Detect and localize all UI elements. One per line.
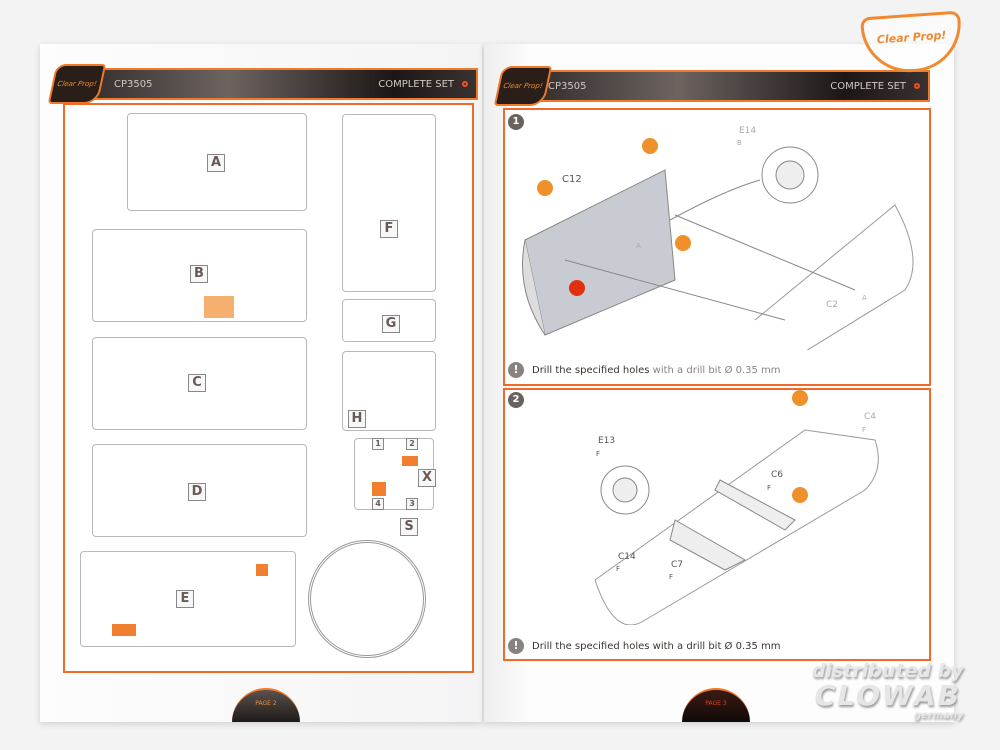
step-1-note: ! Drill the specified holes with a drill… <box>508 362 781 378</box>
sprue-letter: G <box>382 315 400 333</box>
bullet-icon <box>462 81 468 87</box>
sprue-ref: F <box>669 573 674 581</box>
part-label: E14 <box>739 126 757 136</box>
sprue-ref: F <box>862 426 867 434</box>
header-title: COMPLETE SET <box>830 80 906 92</box>
watermark-line: germany <box>914 710 964 721</box>
sprue-c <box>92 337 307 430</box>
step-1-diagram <box>522 138 914 350</box>
sprue-letter: H <box>348 410 366 428</box>
part-label: C14 <box>618 552 636 562</box>
sprue-b <box>92 229 307 322</box>
sprue-d <box>92 444 307 537</box>
left-header-bar: CP3505 COMPLETE SET <box>62 68 478 100</box>
watermark-line: distributed by <box>812 660 964 682</box>
clear-part <box>112 624 136 636</box>
step-2-note: ! Drill the specified holes with a drill… <box>508 638 781 654</box>
step-number: 1 <box>508 114 524 130</box>
part-label: E13 <box>598 436 616 446</box>
clear-part <box>402 456 418 466</box>
sprue-ref: A <box>862 294 867 302</box>
sprue-g <box>342 299 436 342</box>
sprue-letter: F <box>380 220 398 238</box>
part-label: C2 <box>826 300 839 310</box>
sprue-e <box>80 551 296 647</box>
distributor-watermark: distributed by CLOWAB germany <box>812 660 964 721</box>
warning-icon: ! <box>508 638 524 654</box>
step-2-diagram <box>594 390 879 625</box>
right-header-bar: CP3505 COMPLETE SET <box>510 70 930 102</box>
sprue-ref: F <box>616 565 621 573</box>
sprue-letter: C <box>188 374 206 392</box>
sprue-ref: F <box>596 450 601 458</box>
part-number: 4 <box>372 498 384 510</box>
header-title: COMPLETE SET <box>378 78 454 90</box>
sprue-ref: B <box>737 139 742 147</box>
product-code: CP3505 <box>548 80 587 92</box>
part-number: 2 <box>406 438 418 450</box>
sprue-letter: E <box>176 590 194 608</box>
sprue-letter: D <box>188 483 206 501</box>
clear-part <box>256 564 268 576</box>
warning-icon: ! <box>508 362 524 378</box>
watermark-line: CLOWAB <box>814 679 961 712</box>
sprue-letter: A <box>207 154 225 172</box>
part-number: 1 <box>372 438 384 450</box>
step-number: 2 <box>508 392 524 408</box>
part-label: C7 <box>671 560 684 570</box>
sprue-ref: F <box>767 484 772 492</box>
clear-part <box>204 296 234 318</box>
sprue-letter: S <box>400 518 418 536</box>
sprue-letter: B <box>190 265 208 283</box>
clear-part <box>372 482 386 496</box>
drill-icon <box>675 235 691 251</box>
sprue-ref: A <box>636 242 641 250</box>
drill-icon <box>569 280 585 296</box>
part-label: C4 <box>864 412 877 422</box>
sprue-h <box>342 351 436 431</box>
drill-icon <box>792 390 808 406</box>
drill-icon <box>537 180 553 196</box>
sprue-a <box>127 113 307 211</box>
part-number: 3 <box>406 498 418 510</box>
drill-icon <box>642 138 658 154</box>
sprue-s-ring <box>308 540 426 658</box>
product-code: CP3505 <box>114 78 153 90</box>
part-label: C6 <box>771 470 784 480</box>
bullet-icon <box>914 83 920 89</box>
part-label: C12 <box>562 174 582 185</box>
sprue-f <box>342 114 436 292</box>
drill-icon <box>792 487 808 503</box>
sprue-letter: X <box>418 469 436 487</box>
